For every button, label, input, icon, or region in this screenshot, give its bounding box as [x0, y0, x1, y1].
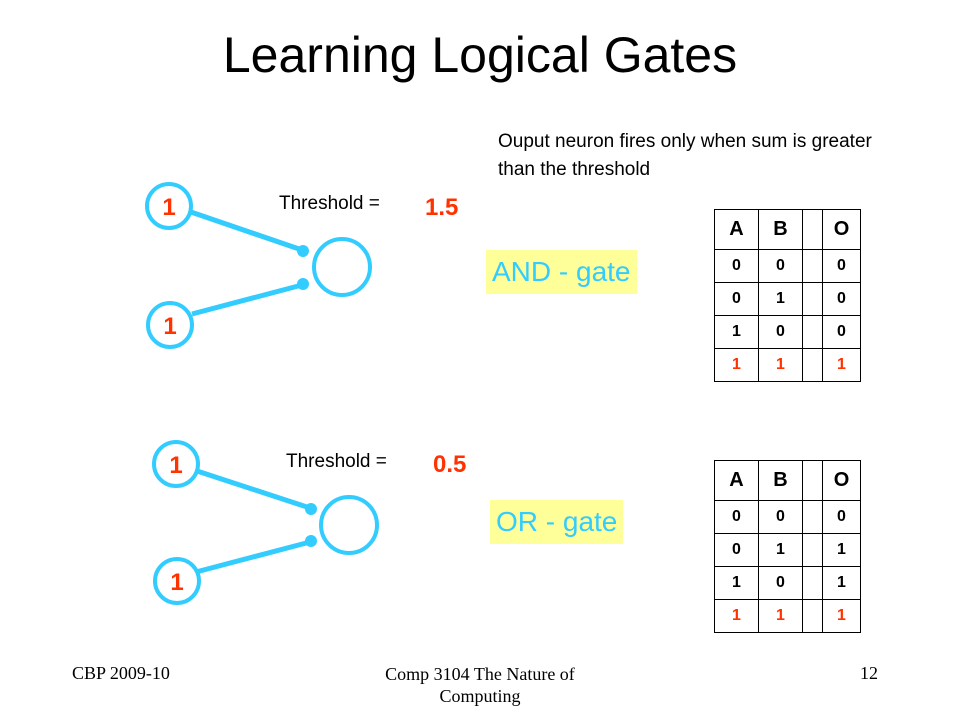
table-cell [802, 348, 823, 382]
and-synapse-dot-bottom [297, 278, 309, 290]
or-synapse-dot-top [305, 503, 317, 515]
and-network: 1 1 [145, 182, 372, 349]
column-header [802, 460, 823, 501]
table-cell: 0 [758, 500, 803, 534]
and-connection-bottom [191, 282, 303, 317]
or-synapse-dot-bottom [305, 535, 317, 547]
footer-title-line-2: Computing [439, 686, 521, 706]
footer-title-line-1: Comp 3104 The Nature of [385, 664, 575, 684]
footer-page-number: 12 [860, 663, 878, 683]
table-row: 0 1 1 [714, 533, 861, 567]
table-cell: 1 [758, 533, 803, 567]
column-header: B [758, 209, 803, 250]
table-row: 0 0 0 [714, 500, 861, 534]
and-input-bottom-label: 1 [163, 313, 176, 340]
or-truth-table: A B O 0 0 0 0 1 1 1 0 1 1 1 1 [714, 460, 861, 633]
column-header [802, 209, 823, 250]
table-cell: 1 [714, 348, 759, 382]
table-row-highlighted: 1 1 1 [714, 348, 861, 382]
and-truth-table: A B O 0 0 0 0 1 0 1 0 0 1 1 1 [714, 209, 861, 382]
table-row: 1 0 0 [714, 315, 861, 349]
and-threshold-label: Threshold = [279, 193, 380, 214]
and-input-top-label: 1 [162, 194, 175, 221]
table-cell: 1 [758, 348, 803, 382]
or-connection-top [193, 467, 311, 511]
table-cell: 0 [714, 533, 759, 567]
table-row: 1 0 1 [714, 566, 861, 600]
table-cell: 0 [714, 282, 759, 316]
footer-course-title: Comp 3104 The Nature of Computing [0, 663, 960, 707]
column-header: A [714, 209, 759, 250]
table-cell [802, 533, 823, 567]
table-cell: 1 [758, 599, 803, 633]
table-cell: 0 [714, 500, 759, 534]
table-header-row: A B O [714, 460, 861, 501]
table-cell: 0 [822, 315, 861, 349]
table-cell [802, 599, 823, 633]
column-header: B [758, 460, 803, 501]
column-header: A [714, 460, 759, 501]
table-cell: 0 [822, 282, 861, 316]
table-cell [802, 315, 823, 349]
or-input-top-label: 1 [169, 452, 182, 479]
or-input-node-top [152, 440, 200, 488]
and-input-node-bottom [146, 301, 194, 349]
or-input-bottom-label: 1 [170, 569, 183, 596]
table-cell: 0 [758, 315, 803, 349]
table-cell [802, 282, 823, 316]
column-header: O [822, 209, 861, 250]
table-row: 0 0 0 [714, 249, 861, 283]
threshold-note: Ouput neuron fires only when sum is grea… [498, 131, 872, 180]
table-cell [802, 566, 823, 600]
or-input-node-bottom [153, 557, 201, 605]
or-output-neuron [319, 495, 379, 555]
table-cell [802, 500, 823, 534]
table-cell: 1 [714, 599, 759, 633]
and-connection-top [187, 208, 303, 253]
or-network: 1 1 [152, 440, 379, 605]
and-output-neuron [312, 237, 372, 297]
and-gate-label: AND - gate [486, 250, 637, 294]
table-cell: 1 [714, 566, 759, 600]
slide-title: Learning Logical Gates [222, 27, 738, 83]
table-cell: 0 [758, 249, 803, 283]
or-threshold-value: 0.5 [433, 451, 467, 478]
table-cell: 0 [758, 566, 803, 600]
table-cell: 1 [758, 282, 803, 316]
table-row: 0 1 0 [714, 282, 861, 316]
and-input-node-top [145, 182, 193, 230]
column-header: O [822, 460, 861, 501]
or-connection-bottom [195, 539, 311, 575]
table-cell: 1 [714, 315, 759, 349]
table-cell: 0 [822, 249, 861, 283]
and-threshold-value: 1.5 [425, 194, 459, 221]
table-cell [802, 249, 823, 283]
table-cell: 1 [822, 566, 861, 600]
or-gate-label: OR - gate [490, 500, 624, 544]
table-cell: 0 [822, 500, 861, 534]
table-cell: 1 [822, 599, 861, 633]
table-cell: 1 [822, 533, 861, 567]
table-header-row: A B O [714, 209, 861, 250]
and-synapse-dot-top [297, 245, 309, 257]
table-cell: 1 [822, 348, 861, 382]
footer-course-code: CBP 2009-10 [72, 663, 170, 683]
table-row-highlighted: 1 1 1 [714, 599, 861, 633]
table-cell: 0 [714, 249, 759, 283]
or-threshold-label: Threshold = [286, 451, 387, 472]
